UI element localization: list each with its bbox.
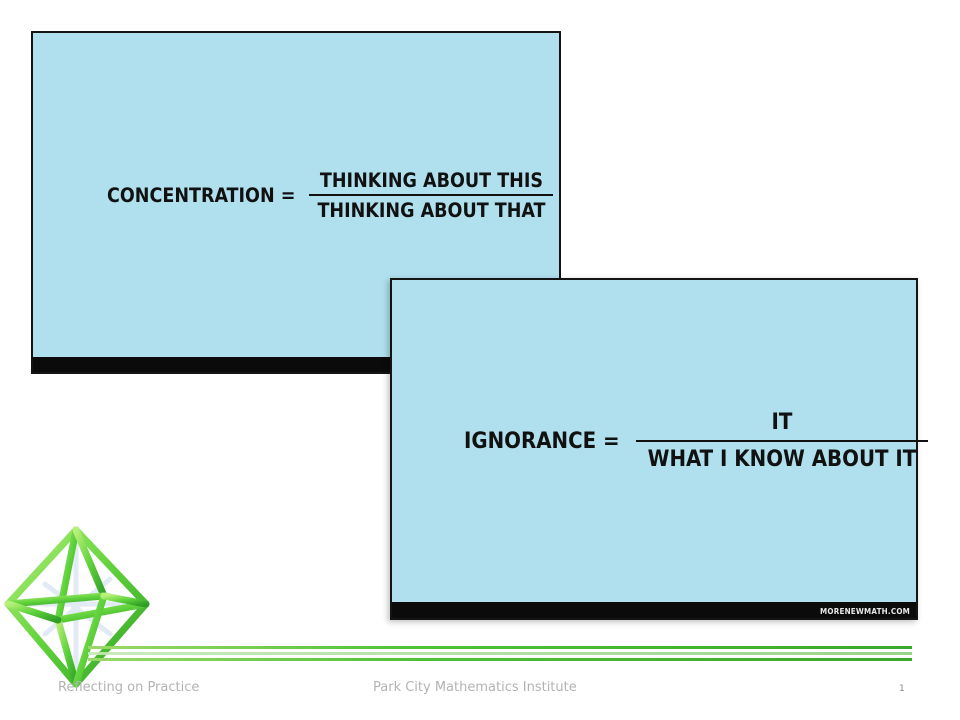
source-credit: MORENEWMATH.COM xyxy=(820,607,910,616)
page-number: 1 xyxy=(899,684,905,694)
equation-card-ignorance: IGNORANCE = IT WHAT I KNOW ABOUT IT MORE… xyxy=(390,278,929,620)
fraction-bar xyxy=(635,440,929,442)
fraction: IT WHAT I KNOW ABOUT IT xyxy=(635,410,929,472)
fraction-denominator: WHAT I KNOW ABOUT IT xyxy=(647,447,917,472)
card-bottom-strip: MORENEWMATH.COM xyxy=(392,602,916,618)
equation-concentration: CONCENTRATION = THINKING ABOUT THIS THIN… xyxy=(107,169,554,222)
footer-rule xyxy=(88,646,912,664)
fraction: THINKING ABOUT THIS THINKING ABOUT THAT xyxy=(309,169,554,222)
fraction-numerator: THINKING ABOUT THIS xyxy=(319,169,544,192)
fraction-denominator: THINKING ABOUT THAT xyxy=(317,199,546,222)
equation-ignorance: IGNORANCE = IT WHAT I KNOW ABOUT IT xyxy=(464,410,929,472)
footer-center-text: Park City Mathematics Institute xyxy=(373,680,577,695)
equation-lhs: IGNORANCE = xyxy=(464,428,620,454)
footer-left-text: Reflecting on Practice xyxy=(58,680,200,695)
octahedron-logo-icon xyxy=(0,524,152,694)
fraction-bar xyxy=(309,194,554,196)
equation-lhs: CONCENTRATION = xyxy=(107,184,296,207)
fraction-numerator: IT xyxy=(771,410,793,435)
